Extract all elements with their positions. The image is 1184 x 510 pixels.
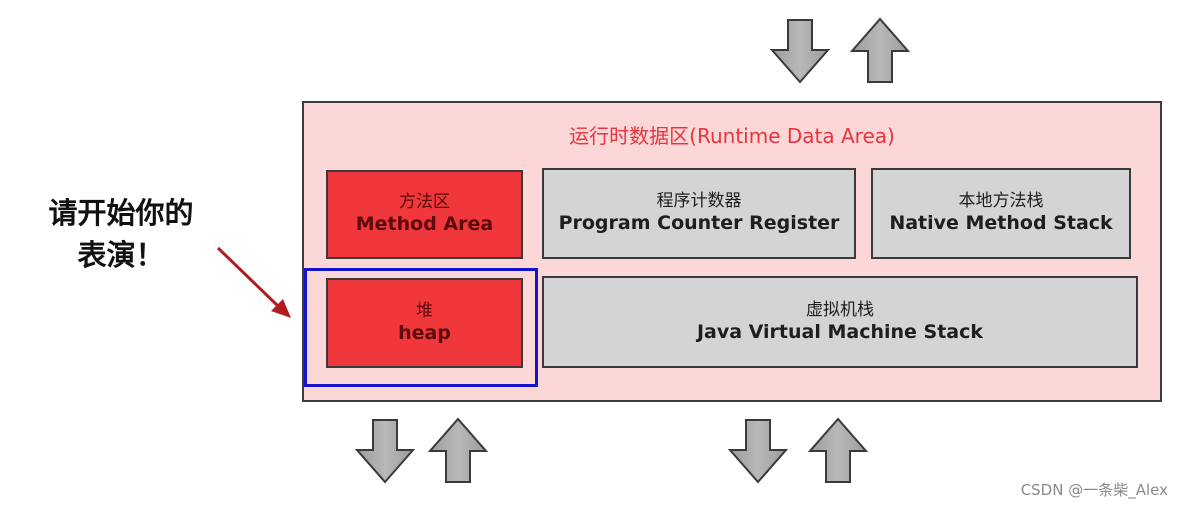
bottom-left-down-arrow-icon (354, 419, 416, 484)
runtime-data-area-title: 运行时数据区(Runtime Data Area) (569, 124, 895, 148)
watermark-text: CSDN @一条柴_Alex (1020, 481, 1168, 499)
heap-en-label: heap (398, 321, 451, 344)
bottom-right-up-arrow-icon (807, 417, 869, 483)
annotation-line-1: 请开始你的 (48, 196, 194, 230)
method-area-block: 方法区 Method Area (326, 170, 523, 259)
heap-block: 堆 heap (326, 278, 523, 368)
jvm-stack-en-label: Java Virtual Machine Stack (696, 320, 984, 343)
annotation-line-2: 表演！ (77, 238, 165, 273)
heap-zh-label: 堆 (416, 300, 433, 321)
pointer-arrow-icon (216, 246, 291, 318)
native-stack-en-label: Native Method Stack (889, 212, 1113, 235)
jvm-stack-block: 虚拟机栈 Java Virtual Machine Stack (542, 276, 1138, 368)
bottom-left-up-arrow-icon (427, 417, 489, 483)
bottom-right-down-arrow-icon (727, 419, 789, 484)
pc-register-zh-label: 程序计数器 (656, 191, 742, 211)
native-stack-zh-label: 本地方法栈 (958, 191, 1044, 211)
pc-register-block: 程序计数器 Program Counter Register (542, 168, 856, 259)
jvm-stack-zh-label: 虚拟机栈 (806, 299, 874, 320)
heap-highlight-box (304, 268, 538, 387)
top-up-arrow-icon (849, 17, 911, 83)
annotation-text: 请开始你的 表演！ (26, 192, 216, 276)
native-method-stack-block: 本地方法栈 Native Method Stack (871, 168, 1131, 259)
top-down-arrow-icon (769, 19, 831, 84)
method-area-en-label: Method Area (355, 213, 494, 236)
pc-register-en-label: Program Counter Register (558, 212, 840, 235)
method-area-zh-label: 方法区 (399, 192, 450, 212)
